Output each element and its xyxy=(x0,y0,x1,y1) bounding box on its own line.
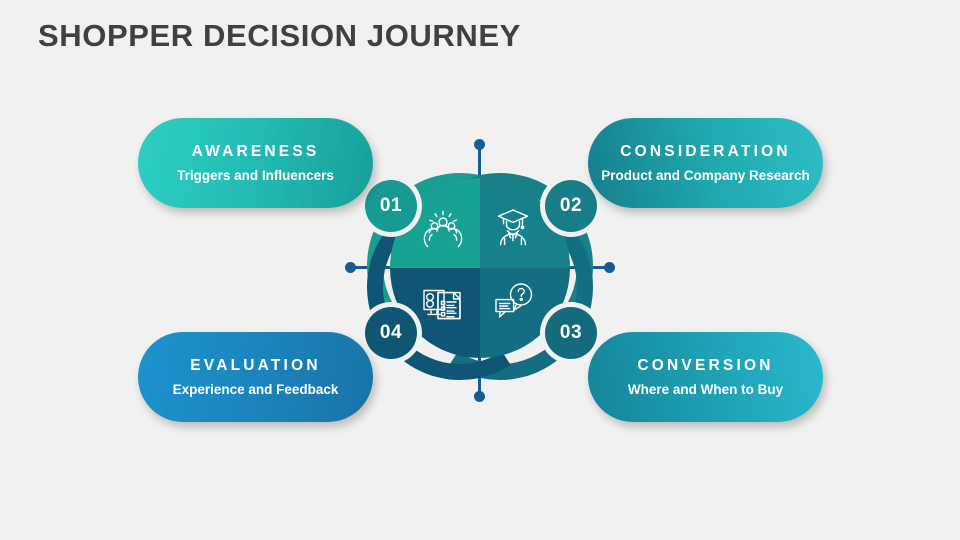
connector-dot-left xyxy=(345,262,356,273)
badge-number: 04 xyxy=(379,322,403,343)
stage-card-title: CONSIDERATION xyxy=(620,143,791,160)
stage-card-subtitle: Where and When to Buy xyxy=(627,382,784,397)
hands-holding-people-icon xyxy=(420,208,466,250)
stage-card-consideration[interactable]: CONSIDERATION Product and Company Resear… xyxy=(588,118,823,208)
stage-badge-01[interactable]: 01 xyxy=(365,180,417,232)
connector-dot-right xyxy=(604,262,615,273)
question-speech-bubbles-icon xyxy=(490,280,536,322)
badge-number: 02 xyxy=(559,195,583,216)
stage-badge-04[interactable]: 04 xyxy=(365,307,417,359)
stage-card-title: AWARENESS xyxy=(191,143,320,160)
monitor-checklist-icon xyxy=(420,280,466,322)
stage-card-subtitle: Product and Company Research xyxy=(601,168,810,183)
page-title: SHOPPER DECISION JOURNEY xyxy=(38,18,521,53)
connector-dot-bottom xyxy=(474,391,485,402)
stage-card-subtitle: Experience and Feedback xyxy=(172,382,339,397)
stage-badge-02[interactable]: 02 xyxy=(545,180,597,232)
stage-card-title: EVALUATION xyxy=(190,357,321,374)
stage-badge-03[interactable]: 03 xyxy=(545,307,597,359)
stage-card-subtitle: Triggers and Influencers xyxy=(177,168,334,183)
stage-card-evaluation[interactable]: EVALUATION Experience and Feedback xyxy=(138,332,373,422)
graduate-person-icon xyxy=(490,206,536,248)
stage-card-title: CONVERSION xyxy=(637,357,774,374)
connector-dot-top xyxy=(474,139,485,150)
center-quadrant-wheel xyxy=(390,178,570,358)
badge-number: 03 xyxy=(559,322,583,343)
stage-card-awareness[interactable]: AWARENESS Triggers and Influencers xyxy=(138,118,373,208)
stage-card-conversion[interactable]: CONVERSION Where and When to Buy xyxy=(588,332,823,422)
badge-number: 01 xyxy=(379,195,403,216)
